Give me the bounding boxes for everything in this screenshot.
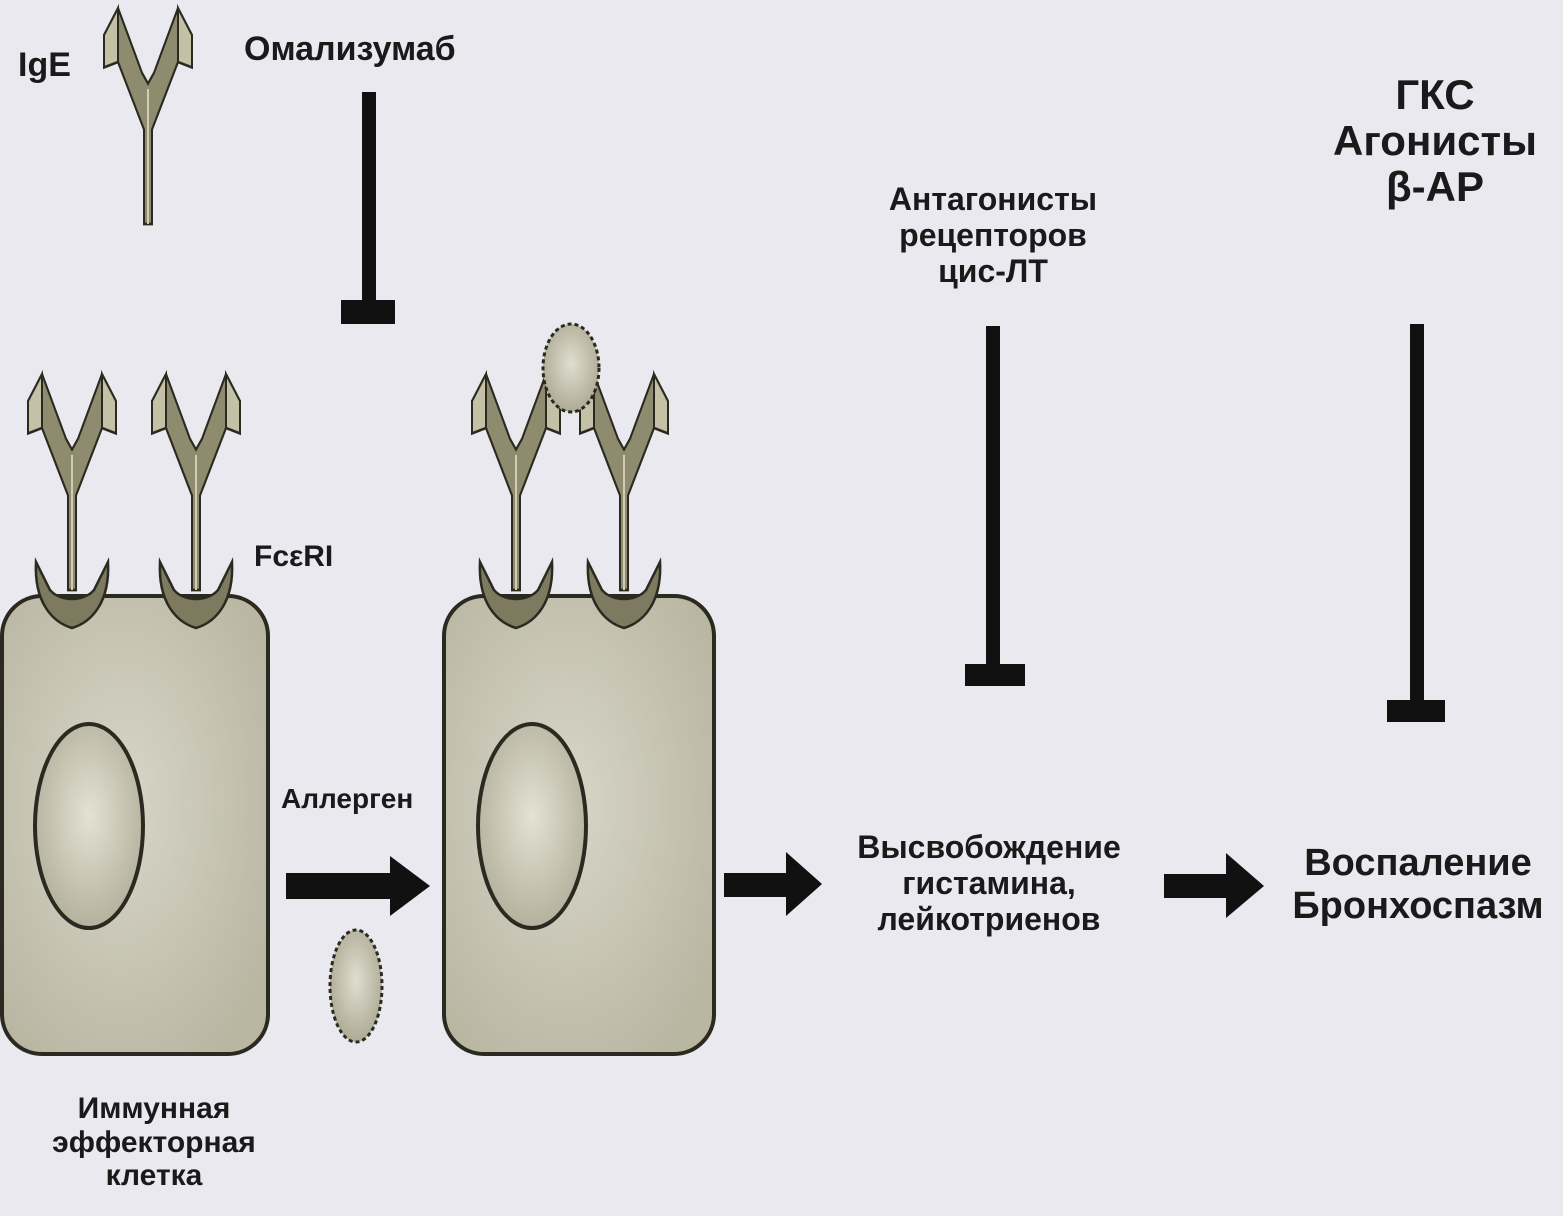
- ige-bound-left-1: [28, 374, 116, 628]
- label-outcome: Воспаление Бронхоспазм: [1276, 842, 1560, 927]
- label-gcs: ГКС Агонисты β-АР: [1310, 72, 1560, 211]
- ige-antibody-free: [104, 8, 192, 224]
- arrow-outcome: [1164, 853, 1264, 918]
- arrow-release: [724, 852, 822, 916]
- ige-crosslinked-2: [580, 374, 668, 628]
- ige-crosslinked-1: [472, 374, 560, 628]
- label-antagonists: Антагонисты рецепторов цис-ЛТ: [868, 182, 1118, 289]
- effector-cell-activated: [444, 596, 714, 1054]
- allergen-bound: [543, 324, 599, 412]
- label-ige: IgE: [18, 46, 71, 84]
- label-cell-caption: Иммунная эффекторная клетка: [26, 1092, 282, 1193]
- inhibitor-omalizumab: [341, 92, 395, 324]
- label-allergen: Аллерген: [281, 783, 413, 814]
- inhibitor-antagonists: [965, 326, 1025, 686]
- effector-cell-resting: [2, 596, 268, 1054]
- ige-bound-left-2: [152, 374, 240, 628]
- label-omalizumab: Омализумаб: [244, 30, 456, 68]
- label-fceri: FcεRI: [254, 540, 333, 574]
- arrow-allergen: [286, 856, 430, 916]
- inhibitor-gcs: [1387, 324, 1445, 722]
- nucleus: [35, 724, 143, 928]
- nucleus: [478, 724, 586, 928]
- allergen-free: [330, 930, 382, 1042]
- label-release: Высвобождение гистамина, лейкотриенов: [832, 830, 1146, 937]
